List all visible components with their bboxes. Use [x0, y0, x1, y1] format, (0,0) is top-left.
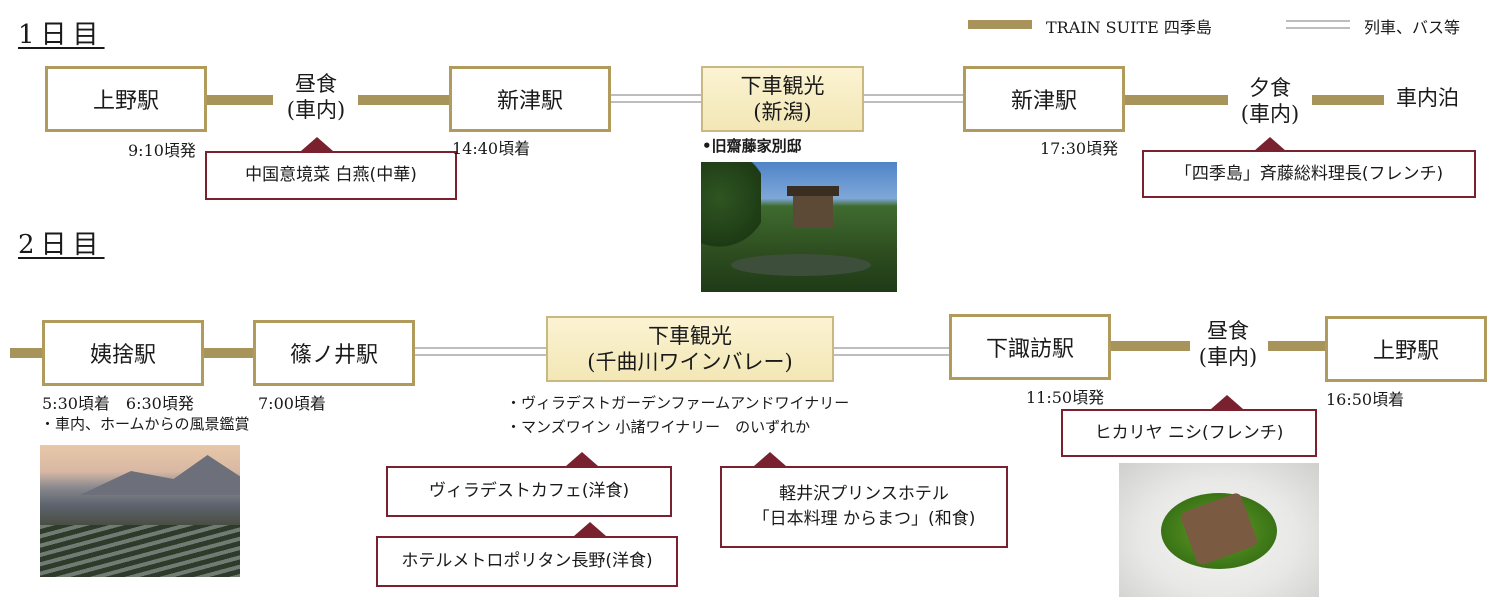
dinner-day1: 夕食 (車内)	[1222, 75, 1318, 128]
sightseeing-label: 下車観光	[741, 73, 825, 99]
villa-roof	[787, 186, 839, 196]
lunch-label: 昼食	[1180, 318, 1276, 344]
restaurant-box: ホテルメトロポリタン長野(洋食)	[376, 536, 678, 587]
restaurant-box: ヴィラデストカフェ(洋食)	[386, 466, 672, 517]
pointer-marker	[754, 452, 786, 466]
legend-other-label: 列車、バス等	[1364, 14, 1460, 38]
connector	[834, 347, 950, 356]
station-niitsu-departure: 新津駅	[963, 66, 1125, 132]
station-niitsu-arrival: 新津駅	[449, 66, 611, 132]
lunch-label: 昼食	[268, 71, 364, 97]
garden-photo	[701, 162, 897, 292]
dinner-sublabel: (車内)	[1222, 101, 1318, 127]
pointer-marker	[1254, 137, 1286, 151]
restaurant-box: 「四季島」斉藤総料理長(フレンチ)	[1142, 150, 1476, 198]
restaurant-box: 中国意境菜 白燕(中華)	[205, 151, 457, 200]
lunch-day1: 昼食 (車内)	[268, 71, 364, 124]
connector	[864, 94, 964, 103]
pointer-marker	[566, 452, 598, 466]
connector	[207, 95, 273, 105]
connector	[203, 348, 254, 358]
station-ueno-day1: 上野駅	[45, 66, 207, 132]
restaurant-box: ヒカリヤ ニシ(フレンチ)	[1061, 409, 1317, 457]
station-shinonoi: 篠ノ井駅	[253, 320, 415, 386]
villa-shape	[793, 192, 833, 228]
obasute-note: ・車内、ホームからの風景鑑賞	[40, 414, 250, 436]
dinner-label: 夕食	[1222, 75, 1318, 101]
obasute-time: 5:30頃着 6:30頃発	[42, 390, 194, 414]
niitsu-departure-time: 17:30頃発	[1040, 135, 1118, 159]
lunch-day2: 昼食 (車内)	[1180, 318, 1276, 371]
overnight-label: 車内泊	[1396, 85, 1486, 111]
connector	[10, 348, 43, 358]
connector	[414, 347, 547, 356]
rice-terrace-photo	[40, 445, 240, 577]
sightseeing-place: (千曲川ワインバレー)	[587, 349, 792, 375]
shinonoi-time: 7:00頃着	[258, 390, 326, 414]
sightseeing-note: •旧齋藤家別邸	[702, 136, 802, 158]
legend-other-swatch	[1286, 20, 1350, 29]
sightseeing-label: 下車観光	[648, 323, 732, 349]
connector	[610, 94, 702, 103]
sightseeing-chikuma: 下車観光 (千曲川ワインバレー)	[546, 316, 834, 382]
ueno-departure-time: 9:10頃発	[128, 137, 196, 161]
sightseeing-note-1: ・ヴィラデストガーデンファームアンドワイナリー	[506, 393, 849, 415]
restaurant-box: 軽井沢プリンスホテル 「日本料理 からまつ」(和食)	[720, 466, 1008, 548]
sightseeing-note-2: ・マンズワイン 小諸ワイナリー のいずれか	[506, 417, 810, 439]
mountain-shape	[80, 455, 240, 495]
connector	[1312, 95, 1384, 105]
terrace-shape	[40, 525, 240, 577]
connector	[1124, 95, 1228, 105]
station-obasute: 姨捨駅	[42, 320, 204, 386]
day1-title: 1日目	[18, 14, 105, 51]
connector	[358, 95, 450, 105]
pointer-marker	[574, 522, 606, 536]
shimosuwa-time: 11:50頃発	[1026, 384, 1104, 408]
connector	[1268, 341, 1326, 351]
day2-title: 2日目	[18, 224, 105, 261]
ueno-arrival-time: 16:50頃着	[1326, 386, 1404, 410]
sightseeing-niigata: 下車観光 (新潟)	[701, 66, 864, 132]
tree-shape	[701, 162, 761, 252]
restaurant-subname: 「日本料理 からまつ」(和食)	[753, 507, 976, 532]
pointer-marker	[301, 137, 333, 151]
station-ueno-day2: 上野駅	[1325, 316, 1487, 382]
pointer-marker	[1211, 395, 1243, 409]
dish-photo	[1119, 463, 1319, 597]
niitsu-arrival-time: 14:40頃着	[452, 135, 530, 159]
legend-train-suite-swatch	[968, 20, 1032, 29]
connector	[1110, 341, 1190, 351]
sightseeing-place: (新潟)	[753, 99, 811, 125]
station-shimosuwa: 下諏訪駅	[949, 314, 1111, 380]
legend-train-suite-label: TRAIN SUITE 四季島	[1046, 14, 1212, 38]
lunch-sublabel: (車内)	[268, 97, 364, 123]
pond-shape	[731, 254, 871, 276]
restaurant-name: 軽井沢プリンスホテル	[779, 482, 949, 507]
lunch-sublabel: (車内)	[1180, 344, 1276, 370]
